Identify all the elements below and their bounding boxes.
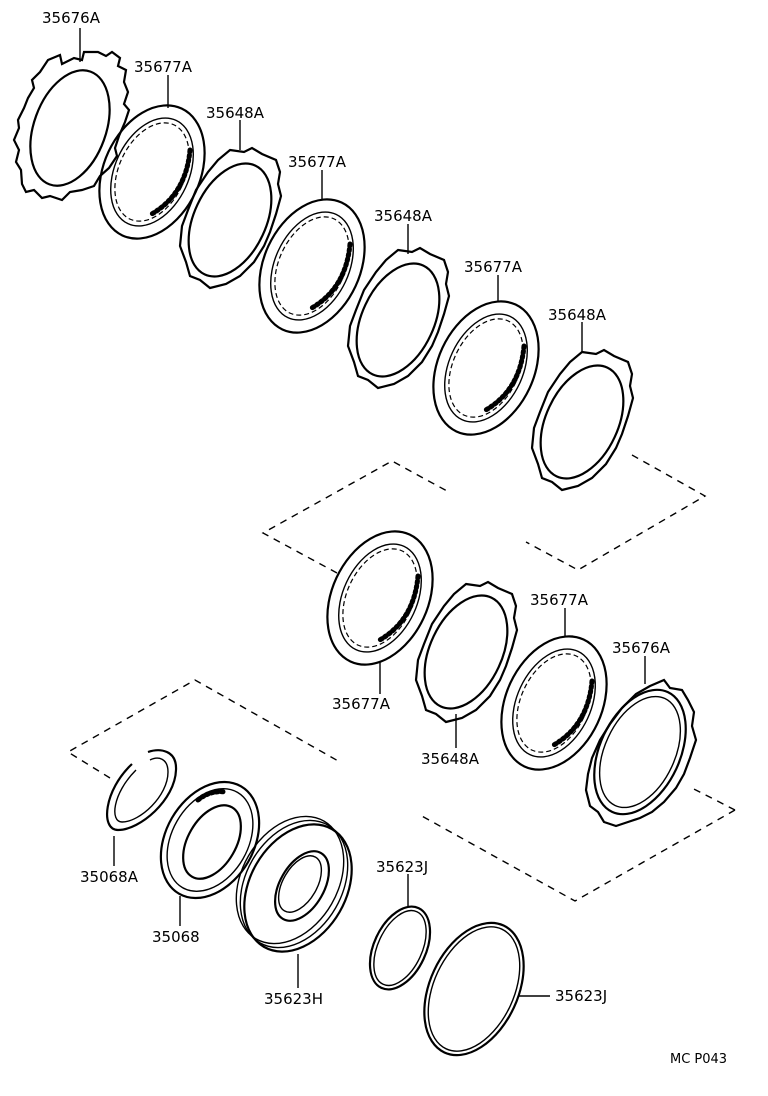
steel-plate-35648a-2 (346, 246, 451, 390)
label-35676a-top: 35676A (42, 9, 101, 27)
label-35648a-4: 35648A (421, 750, 480, 768)
friction-disc-35677a-3 (432, 300, 540, 436)
label-35677a-4: 35677A (332, 695, 391, 713)
label-35068: 35068 (152, 928, 200, 946)
label-35648a-3: 35648A (548, 306, 607, 324)
friction-disc-35677a-1 (98, 104, 206, 240)
steel-plate-35676a-bottom (584, 678, 698, 828)
piston-35623h (235, 815, 353, 953)
label-35677a-3: 35677A (464, 258, 523, 276)
steel-plate-35648a-1 (178, 146, 283, 290)
assembly-boundary-lower (66, 679, 736, 902)
part-labels: 35676A 35677A 35648A 35677A 35648A 35677… (42, 9, 671, 1008)
friction-disc-35677a-4 (326, 530, 434, 666)
label-35677a-1: 35677A (134, 58, 193, 76)
label-35623h: 35623H (264, 990, 323, 1008)
label-35677a-5: 35677A (530, 591, 589, 609)
label-35648a-1: 35648A (206, 104, 265, 122)
steel-plate-35648a-3 (530, 348, 635, 492)
o-ring-35623j-large (423, 921, 525, 1057)
label-35623j-small: 35623J (376, 858, 428, 876)
friction-disc-35677a-2 (258, 198, 366, 334)
label-35068a: 35068A (80, 868, 139, 886)
o-ring-35623j-small (368, 905, 432, 991)
label-35676a-bottom: 35676A (612, 639, 671, 657)
leader-lines (79, 28, 646, 997)
friction-disc-35677a-5 (500, 635, 608, 771)
label-35623j-large: 35623J (555, 987, 607, 1005)
spring-retainer-35068 (159, 780, 261, 900)
label-35677a-2: 35677A (288, 153, 347, 171)
steel-plate-35648a-4 (414, 580, 519, 724)
assembly-boundary-upper (261, 454, 707, 574)
drawing-code: MC P043 (670, 1052, 727, 1067)
label-35648a-2: 35648A (374, 207, 433, 225)
snap-ring-35068a (105, 749, 178, 832)
